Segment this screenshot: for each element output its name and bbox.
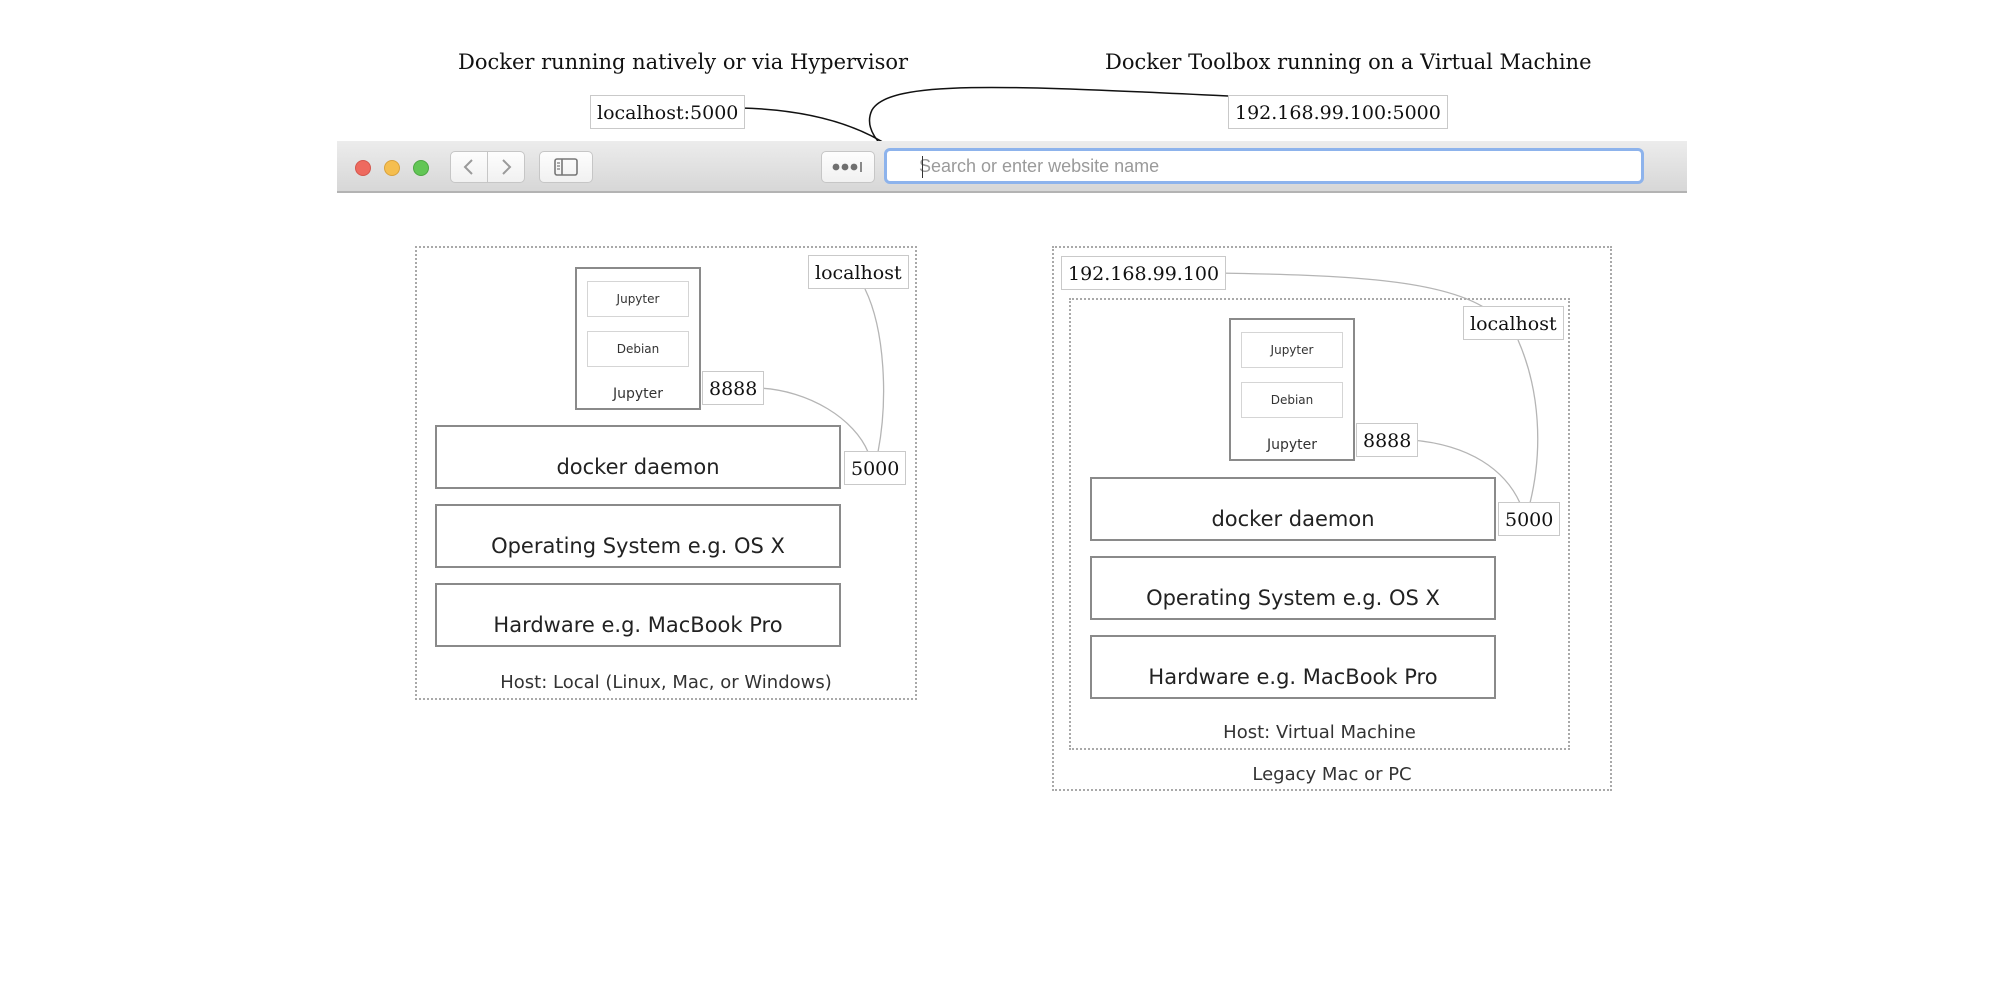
link-localhost-to-5000-left <box>864 288 885 453</box>
left-port-8888: 8888 <box>702 371 765 405</box>
left-os-layer: Operating System e.g. OS X <box>435 504 841 568</box>
local-host-label: Host: Local (Linux, Mac, or Windows) <box>500 672 832 693</box>
sidebar-button[interactable] <box>539 151 593 183</box>
left-hardware-layer: Hardware e.g. MacBook Pro <box>435 583 841 647</box>
link-8888-to-5000-right <box>1411 439 1521 504</box>
link-8888-to-5000-left <box>757 387 869 453</box>
search-input[interactable] <box>919 151 1649 181</box>
browser-toolbar <box>337 141 1687 193</box>
virtual-machine-box: Host: Virtual Machine <box>1069 298 1570 750</box>
forward-button[interactable] <box>487 151 525 183</box>
reader-icon <box>832 162 862 172</box>
address-bar[interactable] <box>884 148 1649 184</box>
zoom-window-icon[interactable] <box>413 160 429 176</box>
vm-ip-5000-tag: 192.168.99.100:5000 <box>1228 95 1448 129</box>
left-port-5000: 5000 <box>844 451 907 485</box>
right-hardware-layer: Hardware e.g. MacBook Pro <box>1090 635 1496 699</box>
right-port-8888: 8888 <box>1356 423 1419 457</box>
caption-native-docker: Docker running natively or via Hyperviso… <box>458 50 909 74</box>
legacy-machine-box: Legacy Mac or PC <box>1052 246 1612 791</box>
right-os-label: Operating System e.g. OS X <box>1146 586 1440 610</box>
right-vm-ip-tag: 192.168.99.100 <box>1061 256 1227 290</box>
legacy-machine-label: Legacy Mac or PC <box>1252 764 1412 785</box>
right-localhost-tag: localhost <box>1463 306 1564 340</box>
caption-docker-toolbox: Docker Toolbox running on a Virtual Mach… <box>1105 50 1592 74</box>
localhost-5000-tag: localhost:5000 <box>590 95 746 129</box>
right-hardware-label: Hardware e.g. MacBook Pro <box>1148 665 1438 689</box>
left-docker-daemon-layer: docker daemon <box>435 425 841 489</box>
close-window-icon[interactable] <box>355 160 371 176</box>
local-host-box: Host: Local (Linux, Mac, or Windows) <box>415 246 917 700</box>
text-cursor <box>922 156 923 178</box>
left-container-base: Debian <box>587 331 689 367</box>
reader-button[interactable] <box>821 151 875 183</box>
left-container-label: Jupyter <box>612 386 664 402</box>
right-jupyter-container: Jupyter Debian Jupyter <box>1229 318 1355 461</box>
virtual-machine-label: Host: Virtual Machine <box>1223 722 1416 743</box>
right-docker-daemon-layer: docker daemon <box>1090 477 1496 541</box>
right-docker-daemon-label: docker daemon <box>1211 507 1375 531</box>
chevron-right-icon <box>502 159 512 175</box>
right-container-app: Jupyter <box>1241 332 1343 368</box>
left-container-app: Jupyter <box>587 281 689 317</box>
right-container-label: Jupyter <box>1266 437 1318 453</box>
left-localhost-tag: localhost <box>808 255 909 289</box>
sidebar-icon <box>554 158 578 176</box>
chevron-left-icon <box>463 159 473 175</box>
right-os-layer: Operating System e.g. OS X <box>1090 556 1496 620</box>
link-localhost-to-5000-right <box>1517 339 1539 504</box>
left-os-label: Operating System e.g. OS X <box>491 534 785 558</box>
right-container-base: Debian <box>1241 382 1343 418</box>
right-port-5000: 5000 <box>1498 502 1561 536</box>
left-docker-daemon-label: docker daemon <box>556 455 720 479</box>
left-jupyter-container: Jupyter Debian Jupyter <box>575 267 701 410</box>
back-button[interactable] <box>450 151 488 183</box>
left-hardware-label: Hardware e.g. MacBook Pro <box>493 613 783 637</box>
minimize-window-icon[interactable] <box>384 160 400 176</box>
